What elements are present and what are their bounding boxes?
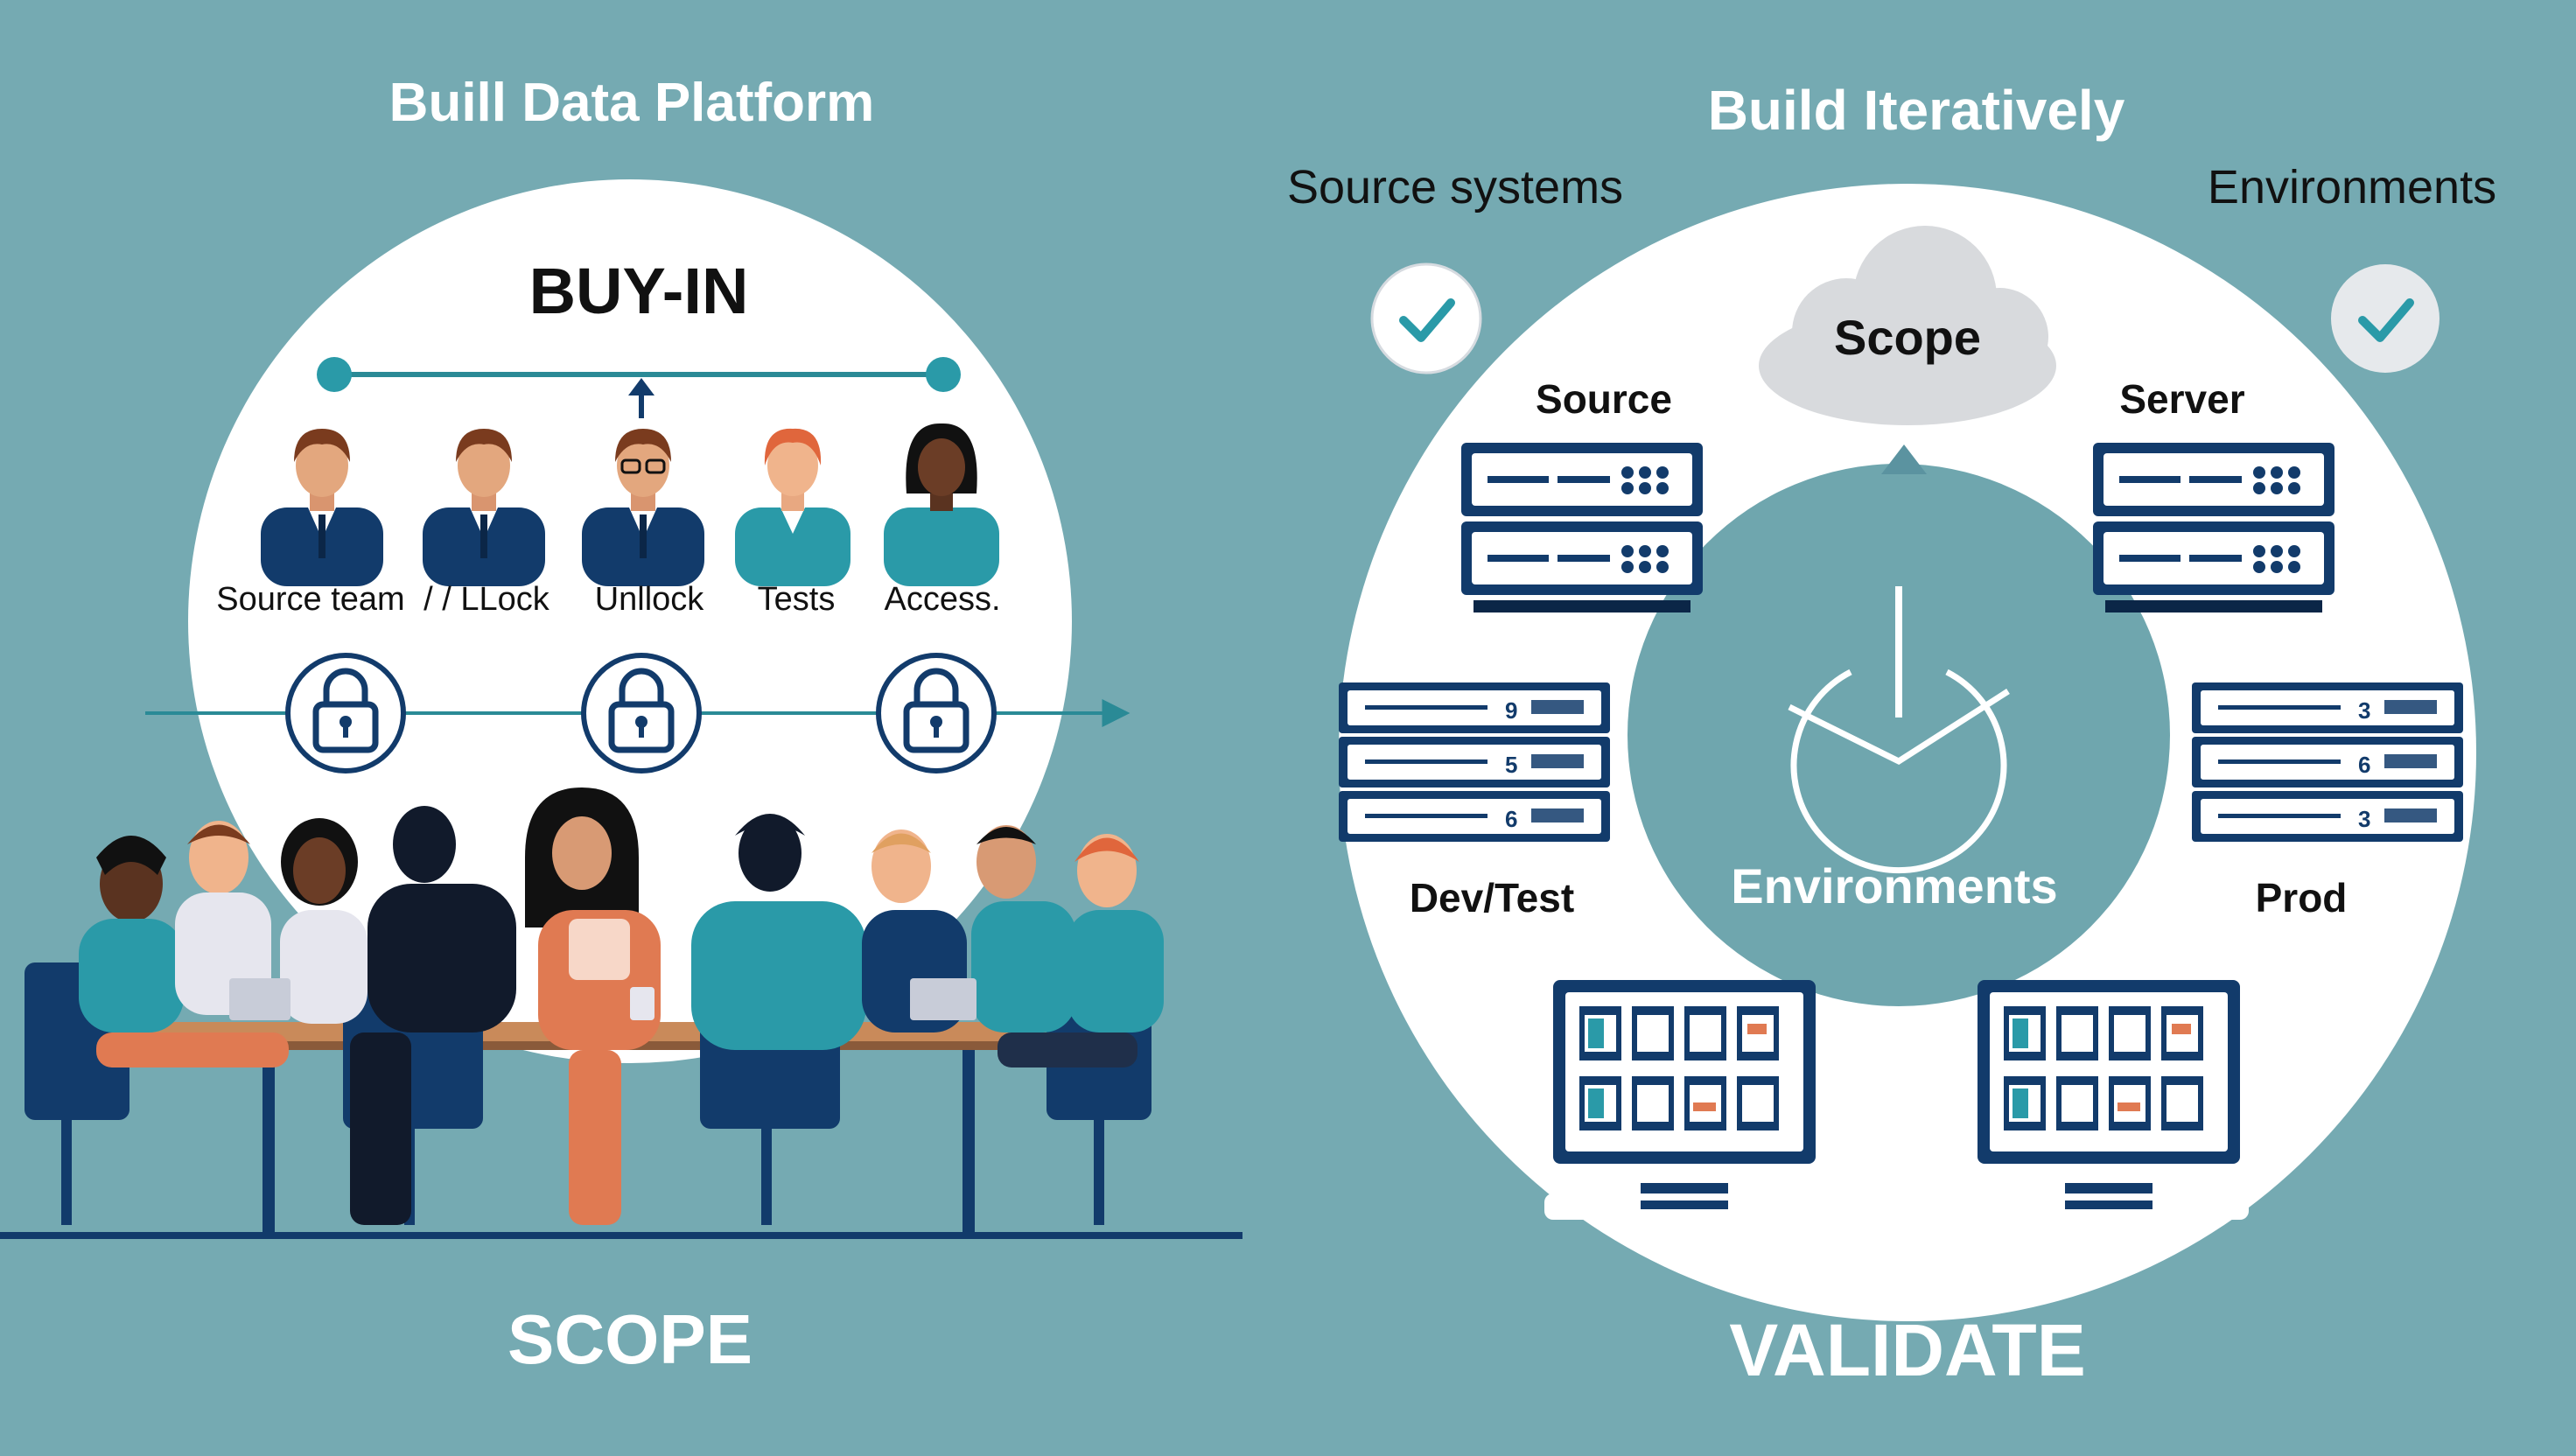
devtest-mark-1: 9 [1505,697,1517,724]
prod-mark-1: 3 [2358,697,2370,724]
devtest-rack: 9 5 6 [1339,682,1610,842]
label-tests: Tests [758,581,836,618]
server-label: Server [2119,376,2244,422]
corner-source-systems: Source systems [1287,161,1623,214]
left-title: Buill Data Platform [389,73,875,133]
prod-rack: 3 6 3 [2192,682,2463,842]
arrow-up-icon [1881,444,1927,474]
lock-icon [878,655,994,771]
buy-in-connector [317,357,961,418]
label-unllock: Unllock [595,581,705,618]
buy-in-heading: BUY-IN [529,255,749,327]
lock-timeline [145,655,1130,771]
right-footer: VALIDATE [1729,1309,2086,1391]
label-source-team: Source team [216,581,404,618]
label-llock: / / LLock [424,581,550,618]
cloud-label: Scope [1834,310,1981,365]
cloud-icon [1759,226,2056,425]
arrow-up-icon [628,378,654,396]
source-label: Source [1536,376,1672,422]
devtest-label: Dev/Test [1410,875,1574,920]
meeting-scene [0,788,1242,1239]
person-access [884,423,999,586]
prod-mark-3: 3 [2358,806,2370,832]
lock-icon [288,655,403,771]
corner-environments: Environments [2208,161,2496,214]
devtest-mark-2: 5 [1505,752,1517,778]
person-unlock [582,429,704,586]
center-disc [1628,464,2170,1006]
center-label: Environments [1731,858,2057,914]
label-access: Access. [884,581,1000,618]
server-icon [1461,443,1703,612]
check-icon [1370,262,1482,374]
server-icon [2093,443,2334,612]
check-icon [2331,264,2440,373]
prod-mark-2: 6 [2358,752,2370,778]
prod-label: Prod [2256,875,2348,920]
power-icon [1788,586,2010,874]
lock-icon [584,655,699,771]
person-tests [735,428,850,586]
stakeholder-labels: Source team / / LLock Unllock Tests Acce… [216,581,1000,618]
right-title: Build Iteratively [1708,79,2125,142]
left-footer: SCOPE [508,1300,752,1378]
left-panel: Buill Data Platform BUY-IN [0,73,1242,1378]
devtest-mark-3: 6 [1505,806,1517,832]
stakeholders [261,423,999,586]
right-panel: Build Iteratively Source systems Environ… [1287,79,2496,1391]
